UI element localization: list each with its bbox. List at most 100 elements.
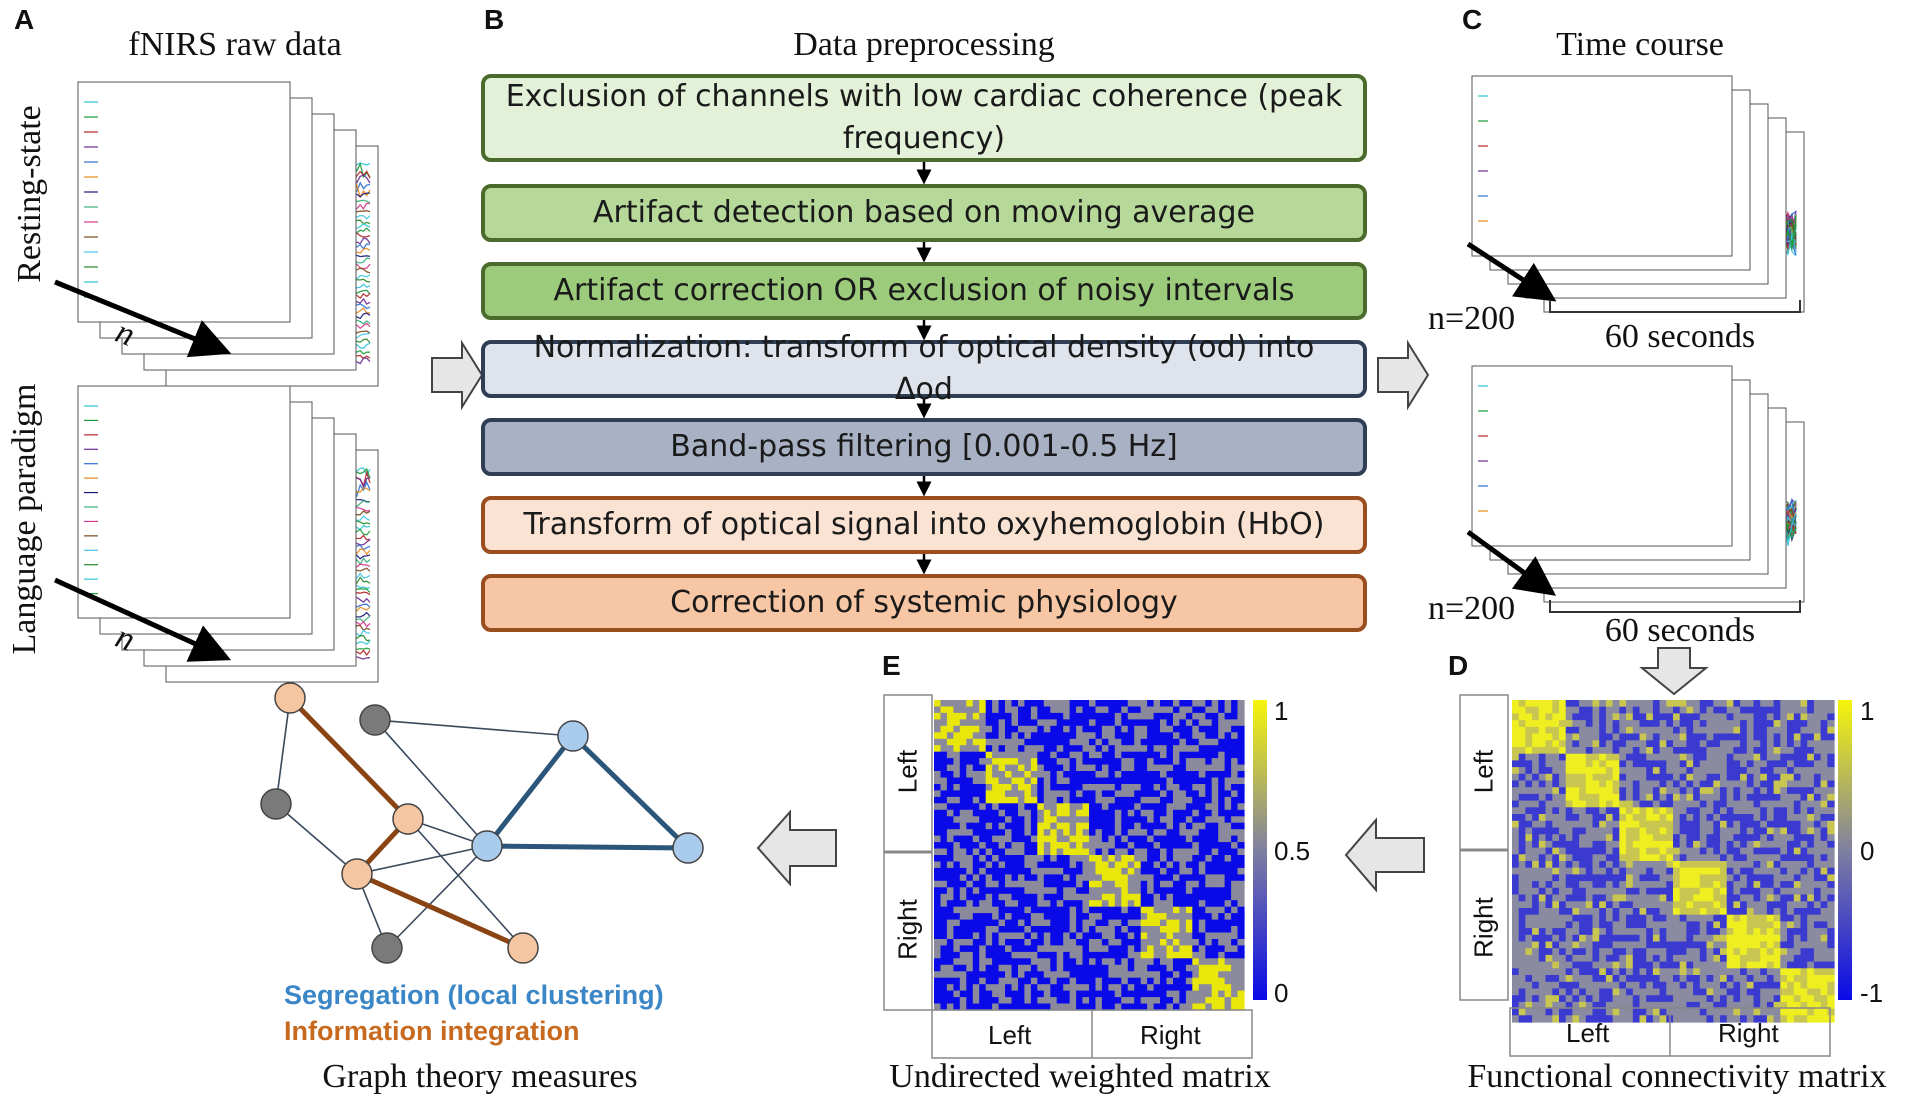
matrix-cell — [992, 887, 1000, 895]
matrix-cell — [1800, 954, 1808, 963]
matrix-cell — [1800, 881, 1808, 889]
graph-node-blue — [471, 830, 503, 862]
matrix-cell — [1538, 908, 1547, 916]
matrix-cell — [1760, 840, 1768, 849]
matrix-cell — [1693, 854, 1701, 862]
matrix-cell — [1787, 961, 1795, 969]
matrix-cell — [1585, 767, 1594, 775]
matrix-cell — [1760, 861, 1768, 869]
matrix-cell — [1185, 958, 1193, 966]
matrix-cell — [1005, 926, 1013, 934]
matrix-cell — [1056, 848, 1064, 856]
matrix-cell — [1605, 874, 1614, 882]
matrix-cell — [1773, 800, 1781, 808]
matrix-cell — [953, 732, 961, 740]
matrix-cell — [1773, 948, 1781, 956]
matrix-cell — [1673, 928, 1681, 936]
matrix-cell — [1679, 814, 1687, 822]
matrix-cell — [1095, 880, 1103, 888]
matrix-cell — [972, 790, 980, 798]
matrix-cell — [972, 939, 980, 947]
matrix-cell — [1693, 908, 1701, 916]
matrix-cell — [1559, 901, 1567, 909]
matrix-cell — [1585, 706, 1594, 714]
matrix-cell — [1706, 981, 1714, 990]
matrix-cell — [1619, 787, 1627, 795]
matrix-cell — [1043, 977, 1051, 985]
matrix-cell — [1565, 854, 1573, 862]
matrix-cell — [972, 855, 980, 863]
matrix-cell — [1652, 767, 1661, 775]
matrix-cell — [946, 964, 954, 972]
matrix-cell — [1198, 874, 1206, 882]
matrix-cell — [940, 855, 948, 863]
matrix-cell — [1766, 954, 1775, 963]
matrix-cell — [1185, 919, 1193, 927]
matrix-cell — [1612, 874, 1620, 882]
matrix-cell — [1538, 787, 1547, 795]
matrix-cell — [1619, 773, 1627, 782]
matrix-cell — [1198, 700, 1206, 708]
matrix-cell — [1121, 932, 1129, 940]
matrix-cell — [1192, 984, 1200, 992]
matrix-cell — [1063, 900, 1071, 908]
matrix-cell — [972, 848, 980, 856]
matrix-cell — [1121, 906, 1129, 914]
matrix-cell — [1147, 848, 1155, 856]
matrix-cell — [1211, 984, 1219, 992]
matrix-cell — [1572, 747, 1580, 755]
matrix-cell — [1147, 796, 1155, 804]
matrix-cell — [998, 745, 1006, 753]
matrix-cell — [979, 1003, 987, 1011]
matrix-cell — [1005, 822, 1013, 830]
matrix-cell — [1121, 880, 1129, 888]
matrix-cell — [1121, 964, 1129, 972]
matrix-cell — [1632, 948, 1641, 956]
matrix-cell — [1612, 814, 1620, 822]
matrix-cell — [1108, 874, 1116, 882]
matrix-cell — [1211, 1003, 1219, 1011]
matrix-cell — [1095, 829, 1103, 837]
matrix-cell — [1108, 951, 1116, 959]
matrix-cell — [1599, 787, 1607, 795]
matrix-cell — [1733, 780, 1741, 788]
matrix-cell — [1018, 777, 1026, 785]
matrix-cell — [1565, 887, 1573, 896]
matrix-cell — [1518, 1015, 1526, 1023]
matrix-cell — [1766, 773, 1775, 782]
matrix-cell — [1746, 867, 1755, 875]
matrix-cell — [1024, 945, 1032, 953]
matrix-cell — [1024, 861, 1032, 869]
matrix-cell — [1179, 971, 1187, 979]
matrix-cell — [1101, 700, 1109, 708]
matrix-cell — [985, 874, 993, 882]
matrix-cell — [1612, 740, 1620, 748]
matrix-cell — [1127, 990, 1135, 998]
matrix-cell — [1552, 700, 1560, 708]
matrix-cell — [1545, 894, 1553, 902]
matrix-cell — [1076, 719, 1084, 727]
matrix-cell — [1043, 848, 1051, 856]
matrix-cell — [1545, 981, 1553, 990]
matrix-cell — [1024, 848, 1032, 856]
matrix-cell — [1198, 990, 1206, 998]
matrix-cell — [1612, 780, 1620, 788]
matrix-cell — [1224, 900, 1232, 908]
matrix-cell — [953, 822, 961, 830]
matrix-cell — [1018, 990, 1026, 998]
matrix-cell — [1565, 954, 1573, 963]
matrix-cell — [1127, 932, 1135, 940]
matrix-cell — [966, 796, 974, 804]
matrix-cell — [959, 926, 967, 934]
matrix-cell — [1619, 740, 1627, 748]
matrix-cell — [1766, 941, 1775, 949]
matrix-cell — [1760, 934, 1768, 943]
matrix-cell — [1011, 829, 1019, 837]
matrix-cell — [1005, 906, 1013, 914]
matrix-cell — [1646, 807, 1654, 815]
matrix-cell — [1820, 847, 1828, 855]
matrix-cell — [1652, 941, 1661, 949]
matrix-cell — [1050, 700, 1058, 708]
matrix-cell — [1713, 767, 1721, 775]
matrix-cell — [1237, 880, 1245, 888]
